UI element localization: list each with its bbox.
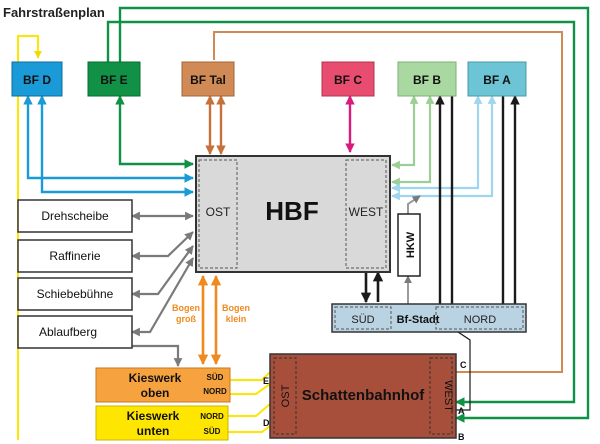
kieswerk-oben-port2: NORD: [203, 387, 227, 396]
kieswerk-unten-line2: unten: [137, 424, 170, 438]
port-b-label: B: [458, 432, 465, 442]
bf-c-label: BF C: [334, 73, 362, 87]
kieswerk-oben-box[interactable]: Kieswerk oben SÜD NORD: [95, 367, 231, 403]
kieswerk-unten-box[interactable]: Kieswerk unten NORD SÜD: [95, 405, 229, 441]
bogen-klein-label-2: klein: [226, 314, 247, 324]
raffinerie-label: Raffinerie: [49, 249, 100, 263]
bf-tal-label: BF Tal: [190, 73, 226, 87]
bf-e-box[interactable]: BF E: [87, 61, 141, 97]
route-bftal-schatten: [213, 31, 563, 373]
raffinerie-box[interactable]: Raffinerie: [17, 239, 133, 273]
port-e-label: E: [263, 376, 269, 386]
route-yellow-title: [17, 35, 42, 440]
bf-a-box[interactable]: BF A: [467, 61, 527, 97]
route-schiebebuehne: [131, 245, 194, 299]
route-bfb-1: [391, 95, 419, 170]
bogen-gross-label-1: Bogen: [172, 303, 200, 313]
port-a-label: A: [458, 406, 465, 416]
drehscheibe-label: Drehscheibe: [41, 209, 109, 223]
route-yellow-4: [228, 425, 271, 433]
bf-b-label: BF B: [413, 73, 441, 87]
schattenbahnhof-west-section: [429, 357, 453, 435]
hbf-box[interactable]: OST WEST HBF: [195, 155, 391, 273]
bf-e-label: BF E: [100, 73, 127, 87]
kieswerk-oben-line1: Kieswerk: [129, 371, 182, 385]
hbf-west-section: [345, 159, 387, 269]
schattenbahnhof-ost-label: OST: [280, 384, 292, 407]
port-d-label: D: [263, 418, 270, 428]
kieswerk-unten-port1: NORD: [200, 412, 224, 421]
bf-tal-box[interactable]: BF Tal: [181, 61, 235, 97]
schattenbahnhof-west-label: WEST: [442, 380, 454, 412]
bogen-gross-label-2: groß: [176, 314, 196, 324]
port-c-label: C: [460, 360, 467, 370]
bf-b-box[interactable]: BF B: [397, 61, 457, 97]
hbf-west-label: WEST: [349, 205, 384, 219]
drehscheibe-box[interactable]: Drehscheibe: [17, 199, 133, 233]
bf-d-box[interactable]: BF D: [11, 61, 63, 97]
schattenbahnhof-ost-section: [273, 357, 297, 435]
route-bfb-2: [391, 95, 435, 187]
hbf-ost-label: OST: [206, 205, 231, 219]
kieswerk-oben-line2: oben: [141, 386, 170, 400]
route-ablaufberg: [131, 257, 194, 337]
kieswerk-unten-line1: Kieswerk: [127, 409, 180, 423]
bf-stadt-nord-label: NORD: [464, 314, 496, 326]
ablaufberg-label: Ablaufberg: [39, 325, 97, 339]
schattenbahnhof-label: Schattenbahnhof: [302, 387, 426, 404]
route-yellow-2: [230, 383, 271, 395]
bf-stadt-nord-section: [435, 306, 524, 330]
route-yellow-1: [230, 371, 271, 381]
bf-stadt-sued-label: SÜD: [351, 314, 374, 326]
kieswerk-unten-port2: SÜD: [204, 427, 221, 436]
route-raffinerie: [131, 231, 194, 261]
route-bfa-2: [391, 95, 497, 201]
route-bfe-3: [118, 6, 590, 423]
bf-stadt-sued-section: [334, 306, 392, 330]
schattenbahnhof-box[interactable]: OST WEST Schattenbahnhof: [269, 353, 457, 439]
kieswerk-oben-port1: SÜD: [207, 373, 224, 382]
hbf-label: HBF: [265, 196, 318, 226]
bf-stadt-label: Bf-Stadt: [397, 314, 440, 326]
diagram-title: Fahrstraßenplan: [3, 5, 105, 20]
schiebebuehne-label: Schiebebühne: [37, 287, 114, 301]
route-bfa-1: [391, 95, 483, 193]
ablaufberg-box[interactable]: Ablaufberg: [17, 315, 133, 349]
route-bfe-2: [106, 20, 576, 407]
bogen-klein-label-1: Bogen: [222, 303, 250, 313]
hkw-label: HKW: [405, 231, 417, 258]
bf-stadt-box[interactable]: SÜD Bf-Stadt NORD: [331, 303, 527, 333]
hbf-ost-section: [198, 159, 238, 269]
hkw-box[interactable]: HKW: [397, 213, 421, 277]
route-bfe-1: [115, 95, 194, 169]
route-ablaufberg-kies: [110, 344, 183, 367]
route-bfd-2: [23, 95, 194, 183]
schiebebuehne-box[interactable]: Schiebebühne: [17, 277, 133, 311]
route-yellow-3: [228, 403, 271, 417]
bf-c-box[interactable]: BF C: [321, 61, 375, 97]
bf-a-label: BF A: [483, 73, 511, 87]
route-hkw-2: [407, 195, 421, 214]
bf-d-label: BF D: [23, 73, 51, 87]
